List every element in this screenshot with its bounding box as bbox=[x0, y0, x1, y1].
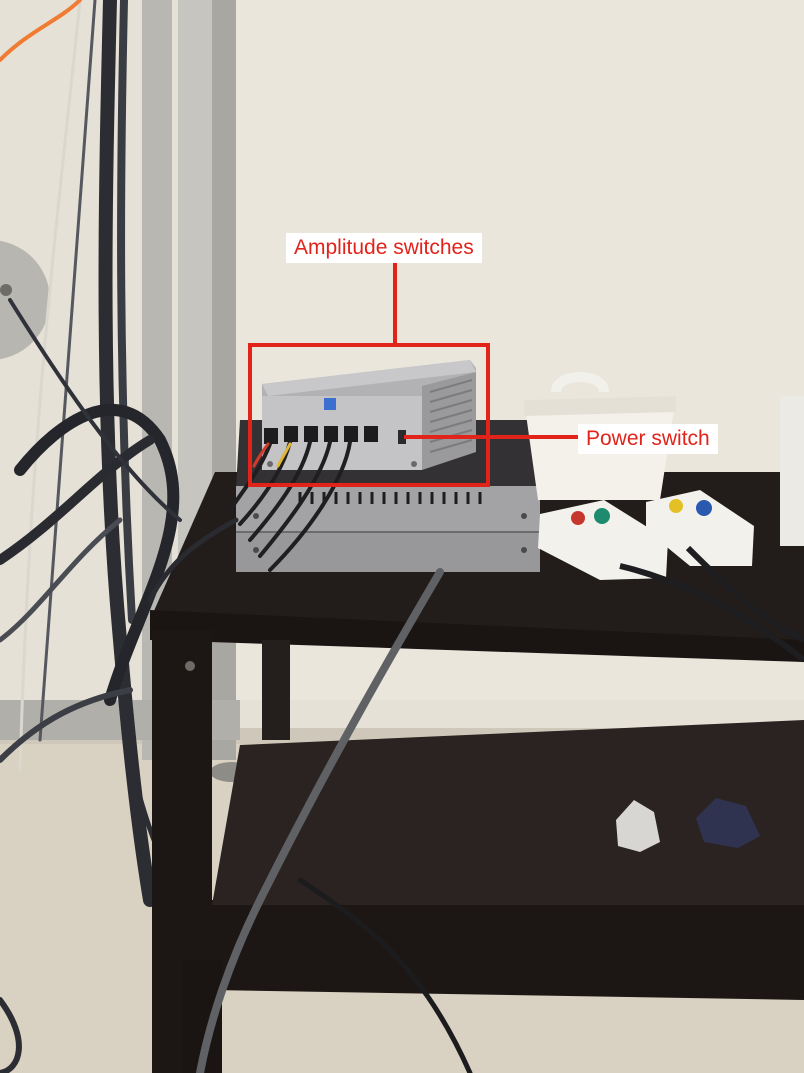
amplifier-box bbox=[262, 360, 476, 470]
left-disc-bolt bbox=[0, 284, 12, 296]
blue-switch bbox=[324, 398, 336, 410]
power-switch-label: Power switch bbox=[578, 424, 718, 454]
amplifier-cables bbox=[147, 440, 473, 1073]
cart-shelf bbox=[212, 900, 804, 1000]
cart-top-edge bbox=[150, 610, 804, 662]
response-pad-right bbox=[646, 490, 754, 566]
clear-crystal bbox=[616, 800, 660, 852]
cable-bundle-left bbox=[0, 0, 233, 1073]
amplitude-switches-label: Amplitude switches bbox=[286, 233, 482, 263]
power-toggle bbox=[398, 430, 406, 444]
dark-crystal bbox=[696, 798, 760, 848]
response-pad-left bbox=[538, 500, 668, 580]
cart-table bbox=[150, 472, 804, 1073]
cart-shelf-top bbox=[212, 720, 804, 905]
left-disc bbox=[0, 240, 50, 360]
alu-rail-3 bbox=[212, 0, 236, 760]
pad-cables bbox=[619, 545, 804, 663]
amplitude-highlight-box bbox=[248, 343, 490, 487]
cart-leg-inner bbox=[262, 640, 290, 740]
right-box-edge bbox=[780, 396, 804, 546]
cart-leg-hole bbox=[185, 661, 195, 671]
